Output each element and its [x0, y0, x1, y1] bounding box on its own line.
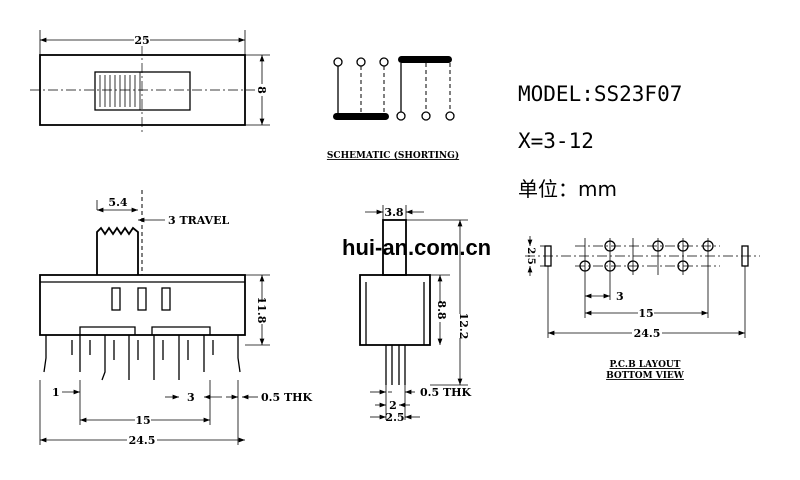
pcb-span-label: 15 — [638, 307, 653, 320]
top-height-label: 8 — [255, 86, 268, 94]
side-length-label: 24.5 — [129, 434, 156, 447]
pcb-pitch-label: 3 — [616, 290, 624, 303]
pin-pitch-label: 3 — [187, 391, 195, 404]
pcb-caption-2: BOTTOM VIEW — [606, 371, 685, 381]
schematic: SCHEMATIC (SHORTING) — [327, 56, 459, 161]
pcb-row-spacing-label: 2.5 — [525, 247, 536, 264]
model-label: MODEL:SS23F07 — [518, 82, 682, 106]
side-view: 5.4 3 TRAVEL 11.8 1 15 3 0.5 THK 24.5 — [39, 190, 313, 447]
front-total-height-label: 12.2 — [457, 313, 470, 340]
side-height-label: 11.8 — [255, 297, 268, 324]
front-pin-spacing-label: 2 — [389, 399, 397, 412]
unit-label: 单位：mm — [518, 177, 617, 201]
actuator-width-label: 5.4 — [108, 196, 127, 209]
front-actuator-width-label: 3.8 — [384, 206, 403, 219]
pcb-layout: 2.5 3 15 24.5 P.C.B LAYOUT BOTTOM VIEW — [525, 236, 760, 381]
front-width-label: 2.5 — [385, 411, 404, 424]
pin-span-label: 15 — [135, 414, 150, 427]
top-width-label: 25 — [134, 34, 149, 47]
watermark: hui-an.com.cn — [342, 235, 491, 260]
schematic-caption: SCHEMATIC (SHORTING) — [327, 150, 459, 161]
front-body-height-label: 8.8 — [435, 300, 448, 319]
pcb-length-label: 24.5 — [634, 327, 661, 340]
pin-width-label: 1 — [52, 386, 60, 399]
front-thickness-label: 0.5 THK — [420, 386, 472, 399]
side-thickness-label: 0.5 THK — [261, 391, 313, 404]
pcb-caption-1: P.C.B LAYOUT — [610, 360, 681, 370]
x-range-label: X=3-12 — [518, 129, 594, 153]
front-view: 3.8 8.8 12.2 0.5 THK 2 2.5 — [359, 205, 472, 424]
travel-label: 3 TRAVEL — [168, 214, 229, 227]
top-view: 25 8 — [30, 30, 270, 135]
